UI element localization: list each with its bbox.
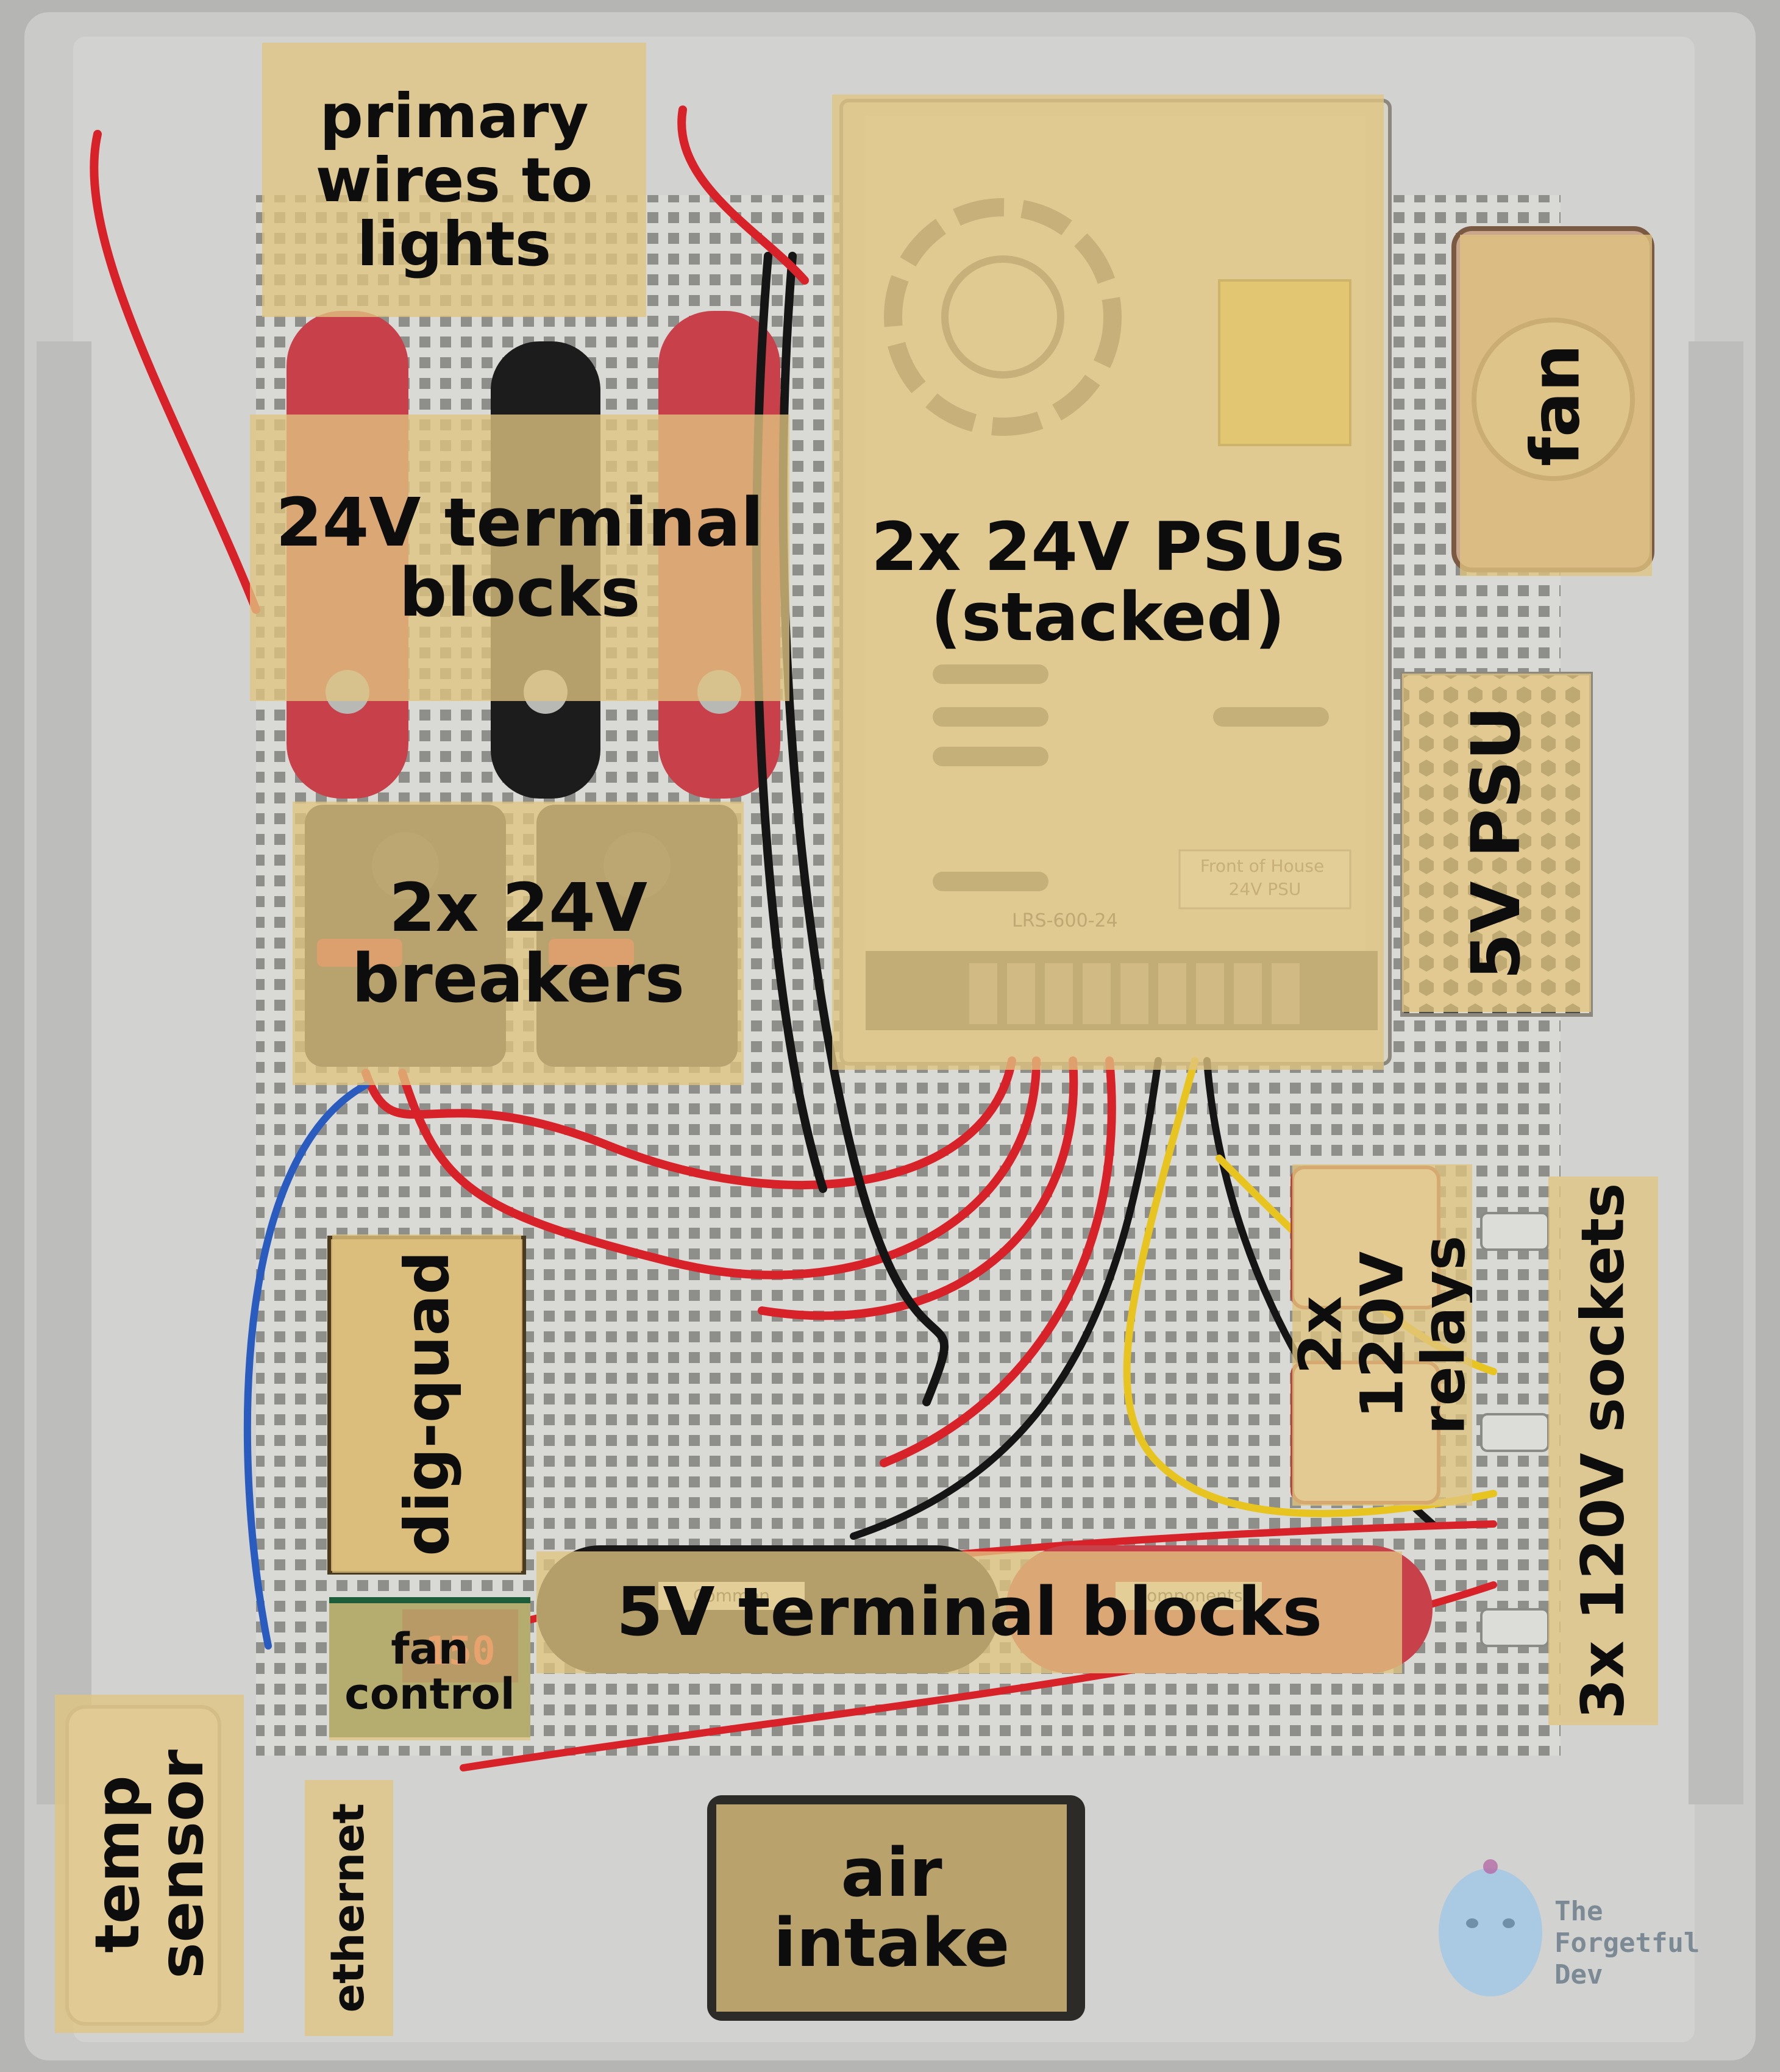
label-primary-wires: primary wires to lights	[262, 43, 646, 317]
label-24v-terminal-blocks-text: 24V terminal blocks	[276, 483, 764, 632]
label-ethernet-text: ethernet	[323, 1803, 374, 2013]
label-fan-text: fan	[1516, 344, 1595, 467]
label-5v-terminal-blocks: 5V terminal blocks	[536, 1551, 1402, 1673]
watermark-logo-icon	[1439, 1859, 1542, 1996]
label-ethernet: ethernet	[305, 1780, 393, 2036]
label-24v-terminal-blocks: 24V terminal blocks	[250, 415, 789, 701]
label-120v-relays-text: 2x 120V relays	[1292, 1235, 1472, 1435]
label-temp-sensor-text: temp sensor	[82, 1749, 218, 1979]
label-air-intake-text: air intake	[773, 1833, 1010, 1982]
label-120v-sockets-text: 3x 120V sockets	[1568, 1183, 1637, 1719]
label-24v-psus: 2x 24V PSUs (stacked)	[832, 94, 1384, 1070]
label-5v-psu: 5V PSU	[1402, 674, 1591, 1012]
label-air-intake: air intake	[716, 1804, 1067, 2012]
watermark-text: The Forgetful Dev	[1554, 1896, 1700, 1990]
label-120v-sockets: 3x 120V sockets	[1548, 1177, 1658, 1725]
label-24v-breakers-text: 2x 24V breakers	[351, 869, 685, 1017]
label-fan: fan	[1460, 235, 1652, 576]
label-dig-quad: dig-quad	[332, 1234, 521, 1573]
label-primary-wires-text: primary wires to lights	[315, 80, 593, 280]
label-24v-psus-text: 2x 24V PSUs (stacked)	[871, 507, 1345, 656]
label-fan-control-text: fan control	[344, 1624, 515, 1719]
label-temp-sensor: temp sensor	[55, 1695, 244, 2033]
label-5v-psu-text: 5V PSU	[1457, 705, 1536, 980]
label-24v-breakers: 2x 24V breakers	[293, 802, 744, 1085]
label-120v-relays: 2x 120V relays	[1292, 1164, 1472, 1506]
sockets-120v	[1480, 1212, 1550, 1647]
label-5v-terminal-blocks-text: 5V terminal blocks	[616, 1573, 1323, 1651]
label-dig-quad-text: dig-quad	[391, 1251, 463, 1556]
label-fan-control: fan control	[329, 1603, 530, 1740]
